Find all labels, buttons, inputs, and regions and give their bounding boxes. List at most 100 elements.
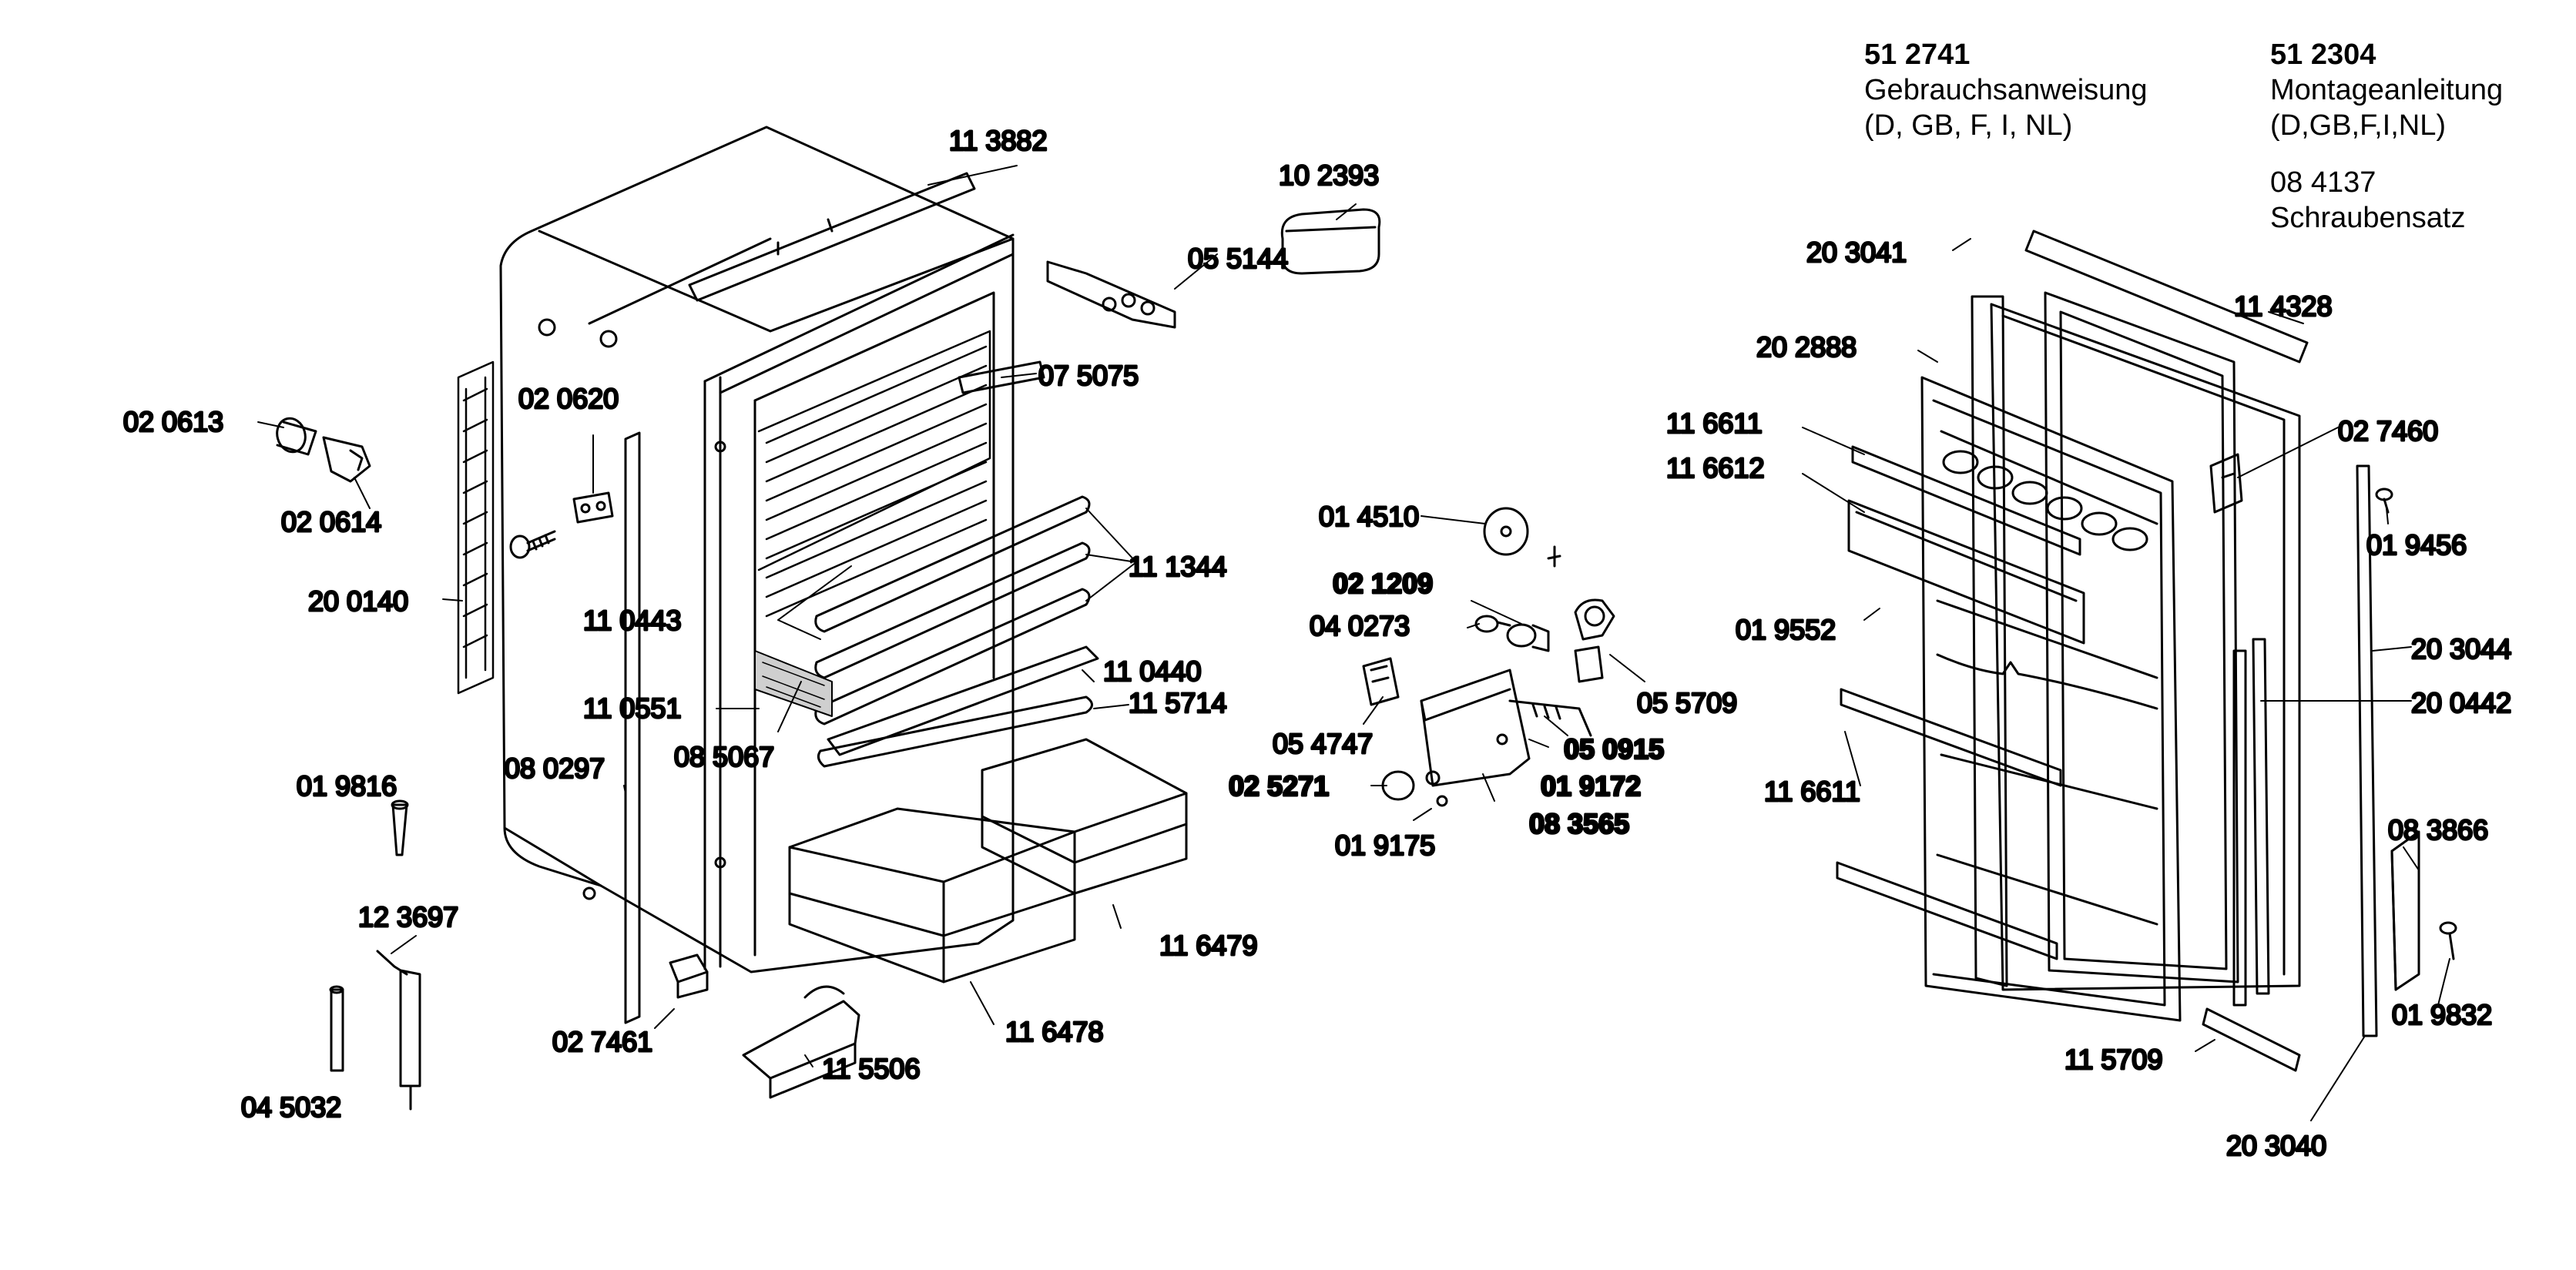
manual-number: 51 2741 (1864, 39, 1971, 71)
bracket-plate[interactable] (572, 491, 614, 524)
label-10-2393: 10 2393 (1279, 159, 1379, 191)
label-01-9816: 01 9816 (297, 770, 397, 802)
label-02-1209: 02 1209 (1333, 568, 1433, 599)
label-11-6611-top: 11 6611 (1666, 407, 1763, 439)
label-08-3565: 08 3565 (1529, 808, 1629, 839)
label-08-3866: 08 3866 (2388, 814, 2488, 846)
label-11-0443: 11 0443 (583, 605, 681, 636)
knob-screw[interactable] (1547, 545, 1561, 568)
crisper-cover[interactable] (817, 695, 1093, 768)
install-title: Montageanleitung (2270, 74, 2504, 106)
thermostat-capillary[interactable] (742, 985, 860, 1099)
label-11-5506: 11 5506 (822, 1053, 920, 1084)
label-11-6478: 11 6478 (1005, 1016, 1103, 1047)
top-trim-strip[interactable] (688, 172, 976, 302)
door-latch[interactable] (2209, 453, 2243, 514)
label-20-3044: 20 3044 (2411, 633, 2511, 665)
hinge-cap[interactable] (669, 953, 709, 999)
label-11-0440: 11 0440 (1103, 655, 1201, 687)
label-02-7461: 02 7461 (552, 1026, 652, 1057)
door-shelf-lower[interactable] (1836, 861, 2058, 960)
label-20-0442: 20 0442 (2411, 687, 2511, 719)
label-20-0140: 20 0140 (308, 585, 408, 617)
thermostat[interactable] (1574, 598, 1615, 683)
front-seal-strip[interactable] (624, 431, 641, 1024)
light-switch[interactable] (1362, 657, 1400, 706)
thermostat-holder[interactable] (322, 436, 371, 483)
label-01-9456: 01 9456 (2366, 529, 2467, 561)
handle[interactable] (2390, 830, 2420, 991)
label-11-3882: 11 3882 (949, 125, 1047, 156)
label-12-3697: 12 3697 (358, 901, 458, 933)
small-nut[interactable] (1425, 770, 1448, 807)
label-11-5714: 11 5714 (1129, 687, 1226, 719)
thermostat-bracket[interactable] (1420, 669, 1531, 787)
door-screw-bottom[interactable] (2439, 921, 2457, 960)
label-02-0614: 02 0614 (281, 506, 381, 538)
manual-info: 51 2741 Gebrauchsanweisung (D, GB, F, I,… (1864, 37, 2148, 143)
lamp-socket[interactable] (1506, 623, 1550, 652)
wire-shelf-upper[interactable] (814, 495, 1091, 633)
part-labels: 11 3882 10 2393 05 5144 07 5075 02 0613 … (122, 124, 2513, 1163)
door-top-trim[interactable] (2024, 230, 2309, 364)
label-02-0613: 02 0613 (123, 406, 223, 437)
thermostat-knob-cap[interactable] (273, 415, 317, 456)
label-02-5271: 02 5271 (1229, 770, 1329, 802)
label-08-0297: 08 0297 (505, 752, 605, 784)
lamp-cover[interactable] (1280, 208, 1381, 275)
door-screw-top[interactable] (2375, 488, 2393, 514)
door-gasket[interactable] (2044, 291, 2239, 983)
drain-tube[interactable] (376, 950, 421, 1111)
drip-tray[interactable] (827, 645, 1099, 756)
crisper-drawer-left[interactable] (788, 807, 1076, 983)
door-gasket-strip[interactable] (2252, 638, 2270, 995)
label-01-9552: 01 9552 (1736, 614, 1836, 645)
condenser-coil[interactable] (457, 360, 495, 695)
door-outer[interactable] (1971, 295, 2008, 987)
label-20-2888: 20 2888 (1756, 331, 1857, 363)
label-05-5144: 05 5144 (1188, 243, 1288, 274)
install-info: 51 2304 Montageanleitung (D,GB,F,I,NL) (2270, 37, 2503, 143)
insulation-block[interactable] (754, 650, 833, 717)
label-11-1344: 11 1344 (1129, 551, 1226, 582)
mounting-screw[interactable] (509, 530, 556, 559)
leader-lines (257, 165, 2450, 1121)
hinge-upper[interactable] (1046, 260, 1176, 329)
screws-info: 08 4137 Schraubensatz (2270, 165, 2466, 236)
manual-title: Gebrauchsanweisung (1864, 74, 2148, 106)
screws-number: 08 4137 (2270, 166, 2376, 199)
label-11-6479: 11 6479 (1159, 930, 1257, 961)
foot-plug[interactable] (391, 799, 409, 856)
door-shelf-middle[interactable] (1840, 688, 2062, 787)
door-inner-liner[interactable] (1920, 376, 2182, 1022)
label-04-0273: 04 0273 (1310, 610, 1410, 642)
hinge-bracket[interactable] (958, 360, 1045, 394)
butter-compartment-lid[interactable] (1847, 499, 2085, 645)
label-01-4510: 01 4510 (1319, 501, 1419, 532)
evaporator-grid (757, 330, 991, 618)
label-11-6612: 11 6612 (1666, 452, 1764, 484)
label-05-0915: 05 0915 (1564, 733, 1664, 765)
label-01-9172: 01 9172 (1541, 770, 1641, 802)
door-shelf-upper[interactable] (1851, 445, 2081, 556)
spring[interactable] (1508, 699, 1592, 737)
manual-languages: (D, GB, F, I, NL) (1864, 109, 2073, 142)
door-hinge-side-strip[interactable] (2232, 649, 2247, 1007)
cabinet-body (499, 126, 1015, 973)
wire-shelf-middle[interactable] (814, 541, 1091, 679)
control-knob[interactable] (1483, 507, 1529, 556)
label-07-5075: 07 5075 (1038, 360, 1139, 391)
label-04-5032: 04 5032 (241, 1091, 341, 1123)
sensor-tube[interactable] (329, 985, 344, 1072)
label-08-5067: 08 5067 (674, 741, 774, 772)
label-01-9832: 01 9832 (2392, 999, 2492, 1030)
label-11-4328: 11 4328 (2234, 290, 2332, 322)
door-panel[interactable] (1990, 303, 2301, 991)
screws-title: Schraubensatz (2270, 202, 2466, 234)
bulb[interactable] (1474, 615, 1511, 633)
label-02-0620: 02 0620 (518, 383, 619, 414)
door-bottom-strip[interactable] (2202, 1007, 2301, 1072)
door-handle-strip[interactable] (2356, 464, 2378, 1037)
label-20-3040: 20 3040 (2226, 1130, 2326, 1161)
wire-shelf-lower[interactable] (814, 588, 1091, 725)
